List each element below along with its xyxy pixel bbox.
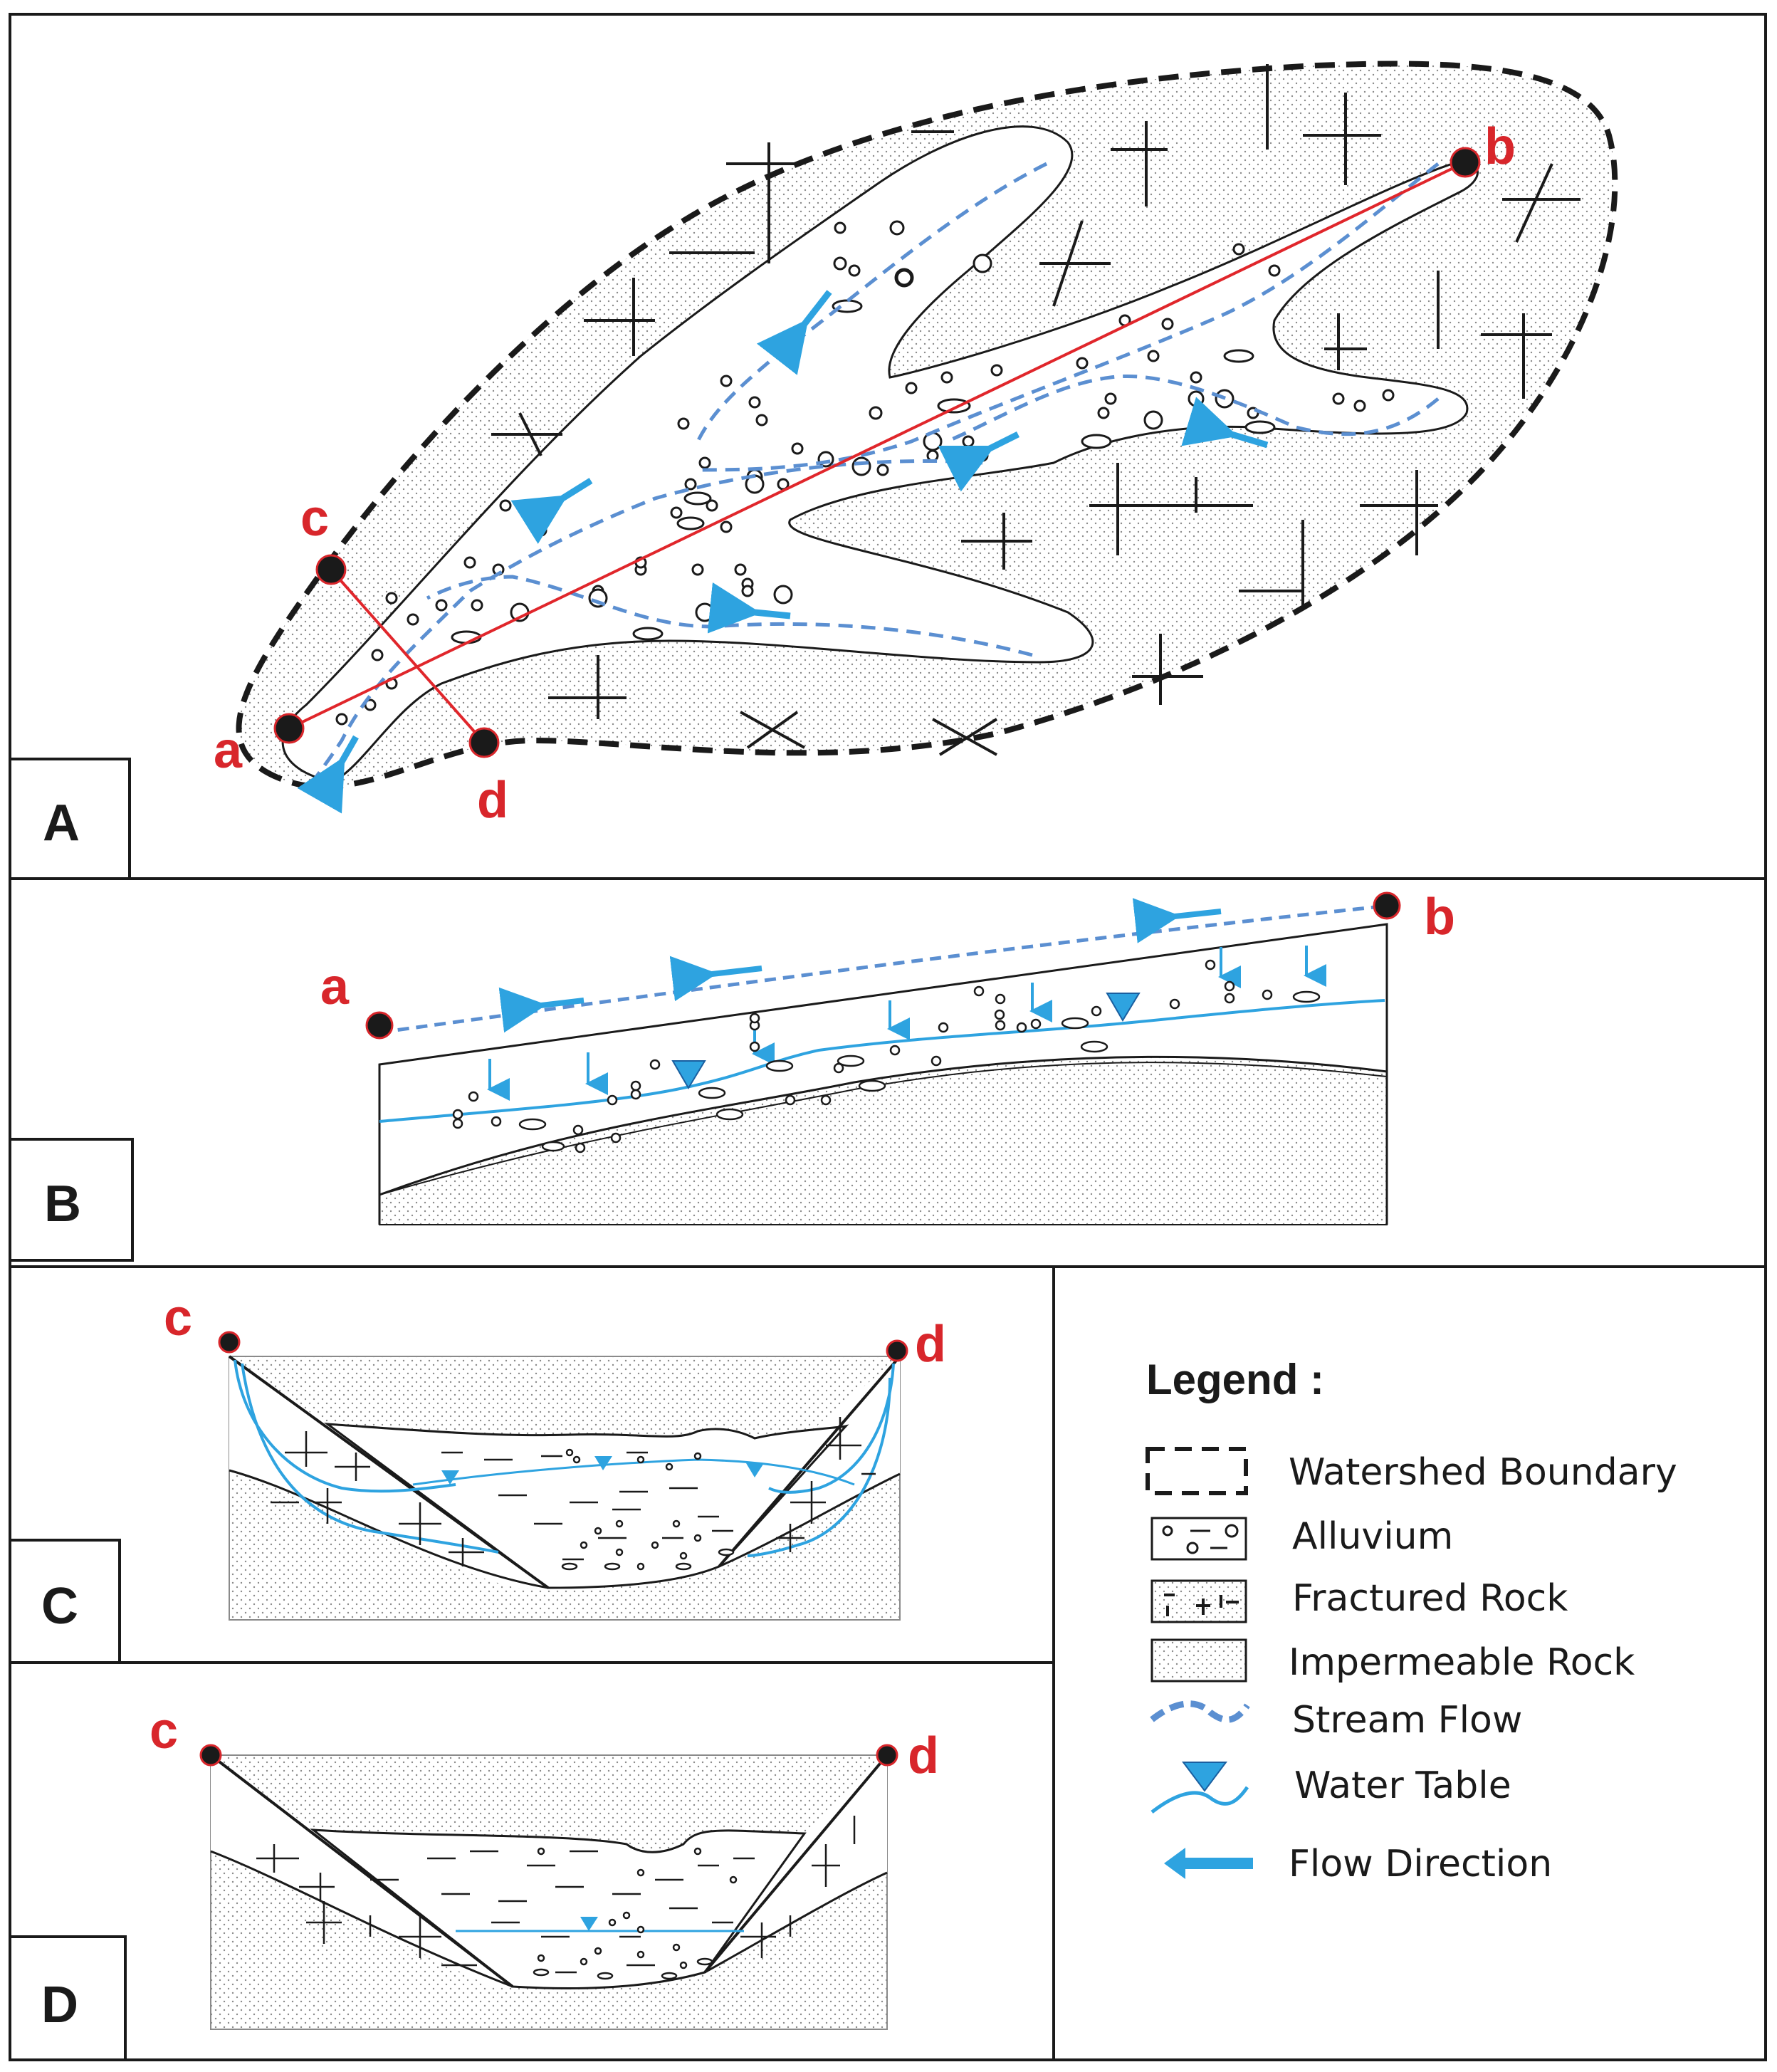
point-label-b: b — [1484, 118, 1516, 175]
point-c-c — [218, 1331, 241, 1354]
point-label-c-d: c — [150, 1702, 178, 1759]
panel-c-section: c d C — [9, 1289, 946, 1664]
alluvium-fill-d — [310, 1828, 807, 1990]
point-a-b — [365, 1011, 394, 1040]
panel-label-d: D — [41, 1977, 78, 2034]
arrow-left-icon — [1164, 1848, 1253, 1879]
point-label-a: a — [214, 722, 243, 779]
alluvium-pebbles — [335, 220, 1395, 726]
panel-label-c: C — [41, 1578, 78, 1635]
dashed-wave-icon — [1150, 1700, 1250, 1723]
point-label-d-c: d — [915, 1316, 946, 1373]
flowpaths-c — [234, 1359, 895, 1557]
point-c-d — [199, 1744, 222, 1767]
legend-title: Legend : — [1146, 1356, 1324, 1403]
legend-item-water-table: Water Table — [1294, 1764, 1511, 1807]
legend-item-stream: Stream Flow — [1292, 1699, 1522, 1742]
stream-flow-lines — [304, 162, 1440, 792]
stream-flow-b — [379, 904, 1389, 1035]
point-label-b-b: b — [1424, 889, 1455, 946]
section-points — [273, 147, 1481, 758]
dotted-box-icon — [1150, 1638, 1247, 1683]
alluvium-area — [281, 125, 1479, 781]
alluvium-marks-c — [441, 1448, 735, 1571]
point-label-d-d: d — [908, 1727, 939, 1784]
legend-item-flow-direction: Flow Direction — [1289, 1843, 1552, 1885]
point-label-c-c: c — [164, 1289, 192, 1346]
panel-label-b: B — [44, 1176, 81, 1233]
fractured-box-icon — [1150, 1579, 1247, 1623]
point-b-b — [1373, 891, 1401, 920]
panel-label-box-a — [9, 758, 131, 880]
panel-label-box-c — [9, 1539, 121, 1664]
legend-item-impermeable: Impermeable Rock — [1289, 1641, 1635, 1684]
fracture-marks — [491, 64, 1581, 756]
point-label-c: c — [300, 490, 329, 547]
legend-item-watershed: Watershed Boundary — [1289, 1451, 1677, 1494]
water-table-c — [412, 1458, 855, 1486]
section-lines — [288, 161, 1466, 744]
fracture-marks-c — [271, 1417, 876, 1566]
panel-d-section: c d D — [9, 1702, 939, 2061]
water-table-icon — [1150, 1762, 1249, 1814]
point-label-a-b: a — [320, 958, 350, 1015]
alluvium-fill-c — [323, 1423, 849, 1589]
flow-arrows-b — [498, 898, 1222, 1033]
panel-b-section: a b B — [9, 889, 1455, 1262]
panel-label-a: A — [43, 795, 80, 852]
point-d-d — [876, 1744, 898, 1767]
panel-frames — [9, 13, 1767, 2061]
water-table-b — [379, 999, 1385, 1123]
point-label-d: d — [477, 772, 508, 829]
panel-label-box-b — [9, 1138, 134, 1262]
legend-item-alluvium: Alluvium — [1292, 1515, 1453, 1558]
panel-a-map: a b c d A — [9, 61, 1618, 880]
dashed-box-icon — [1146, 1447, 1248, 1495]
point-d-c — [886, 1339, 908, 1362]
fracture-marks-d — [256, 1816, 856, 1967]
panel-label-box-d — [9, 1935, 127, 2061]
alluvium-pebbles-b — [452, 959, 1321, 1153]
alluvium-marks-d — [427, 1847, 755, 1980]
legend: Legend : Watershed Boundary Alluvium Fra… — [1146, 1356, 1677, 1885]
flow-direction-arrows — [297, 290, 1269, 814]
circles-box-icon — [1150, 1517, 1247, 1561]
legend-item-fractured: Fractured Rock — [1292, 1577, 1568, 1620]
